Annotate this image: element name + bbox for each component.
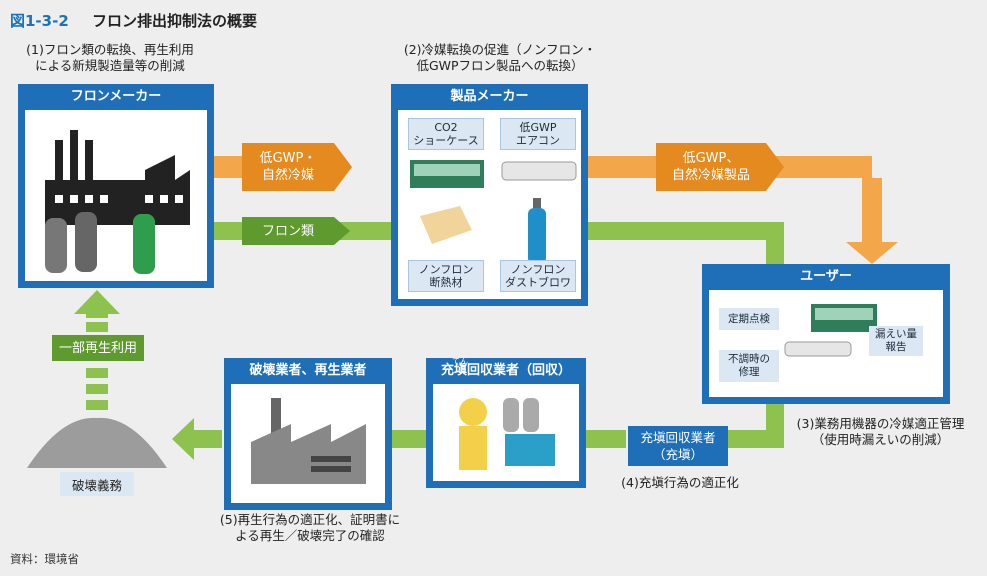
note-1: (1)フロン類の転換、再生利用 による新規製造量等の削減: [26, 42, 194, 73]
orange-label-shape-2: [656, 143, 784, 191]
leak-report-label: 漏えい量 報告: [869, 326, 923, 356]
destruction-duty-label: 破壊義務: [60, 472, 134, 496]
orange-label-shape-1: [242, 143, 352, 191]
user-aircon-icon: [784, 341, 852, 357]
product-maker-box: 製品メーカー CO2 ショーケース 低GWP エアコン ノンフロン 断熱材 ノン…: [391, 84, 588, 306]
low-gwp-label: 低GWP・ 自然冷媒: [259, 151, 317, 183]
inspection-label: 定期点検: [719, 308, 779, 330]
freon-label: フロン類: [261, 223, 314, 239]
green-arrow-5-head: [172, 418, 222, 460]
destroyer-title: 破壊業者、再生業者: [249, 363, 367, 378]
recycle-label: 一部再生利用: [52, 335, 144, 361]
showcase-icon: [410, 160, 484, 188]
user-title: ユーザー: [800, 269, 852, 284]
co2-showcase-label: CO2 ショーケース: [408, 118, 484, 150]
green-arrow-2: [586, 222, 784, 240]
duster-label: ノンフロン ダストブロワ: [500, 260, 576, 292]
gas-cylinder-icon: [45, 218, 67, 273]
note-3: (3)業務用機器の冷媒適正管理 （使用時漏えいの削減）: [796, 416, 965, 447]
user-box: ユーザー 定期点検 不調時の 修理 漏えい量 報告: [702, 264, 950, 404]
figure-number: 図1-3-2: [10, 12, 69, 30]
freon-maker-box: フロンメーカー: [18, 84, 214, 288]
insulation-icon: [420, 206, 472, 244]
recycle-arrow-head: [74, 290, 120, 318]
user-showcase-icon: [811, 304, 877, 332]
green-label-shape-1: [242, 217, 350, 245]
note-2: (2)冷媒転換の促進（ノンフロン・ 低GWPフロン製品への転換）: [403, 42, 597, 73]
factory-icon: [45, 130, 190, 274]
filler-charging-label: 充塡回収業者 （充塡）: [628, 426, 728, 466]
waste-pile-icon: [27, 417, 167, 468]
worker-icon: [459, 398, 555, 470]
low-gwp-products-label: 低GWP、 自然冷媒製品: [671, 151, 750, 183]
filler-collector-box: 充塡回収業者（回収）: [426, 358, 586, 488]
low-gwp-aircon-label: 低GWP エアコン: [500, 118, 576, 150]
aircon-icon: [501, 161, 577, 181]
filler-collector-title: 充塡回収業者（回収）: [440, 363, 571, 378]
insulation-label: ノンフロン 断熱材: [408, 260, 484, 292]
ruby-text: てん: [452, 357, 468, 366]
green-arrow-4: [390, 430, 428, 448]
figure-title: フロン排出抑制法の概要: [92, 12, 258, 30]
green-arrow-2-down: [766, 222, 784, 264]
product-maker-title: 製品メーカー: [450, 89, 529, 104]
freon-maker-title: フロンメーカー: [70, 89, 162, 104]
note-4: (4)充塡行為の適正化: [621, 475, 739, 490]
plant-icon: [251, 398, 366, 484]
duster-icon: [528, 198, 546, 264]
repair-label: 不調時の 修理: [719, 350, 779, 382]
source-note: 資料：環境省: [10, 552, 79, 566]
note-5: (5)再生行為の適正化、証明書に よる再生／破壊完了の確認: [219, 512, 401, 543]
destroyer-box: 破壊業者、再生業者: [224, 358, 392, 510]
orange-arrow-head-2: [846, 178, 898, 264]
